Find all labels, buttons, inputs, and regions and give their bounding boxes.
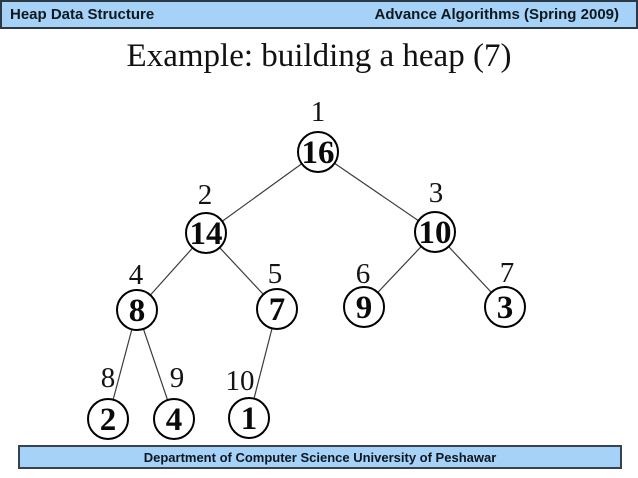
header-bar: Heap Data Structure Advance Algorithms (… — [0, 0, 638, 29]
tree-node-circles — [87, 131, 526, 440]
tree-node-index-label: 8 — [101, 362, 116, 394]
tree-node-index-label: 3 — [429, 177, 444, 209]
tree-node-value: 1 — [241, 401, 258, 437]
tree-edge-1-2 — [205, 151, 319, 234]
tree-node-value: 9 — [356, 290, 373, 326]
tree-node-value: 14 — [190, 216, 223, 252]
tree-node-circle — [484, 286, 526, 328]
tree-node-value: 8 — [129, 293, 146, 329]
tree-node-circle — [153, 398, 195, 440]
tree-node-value: 16 — [302, 135, 335, 171]
tree-node-value: 7 — [269, 292, 286, 328]
tree-node-value: 10 — [419, 215, 452, 251]
tree-edges — [107, 151, 506, 420]
tree-node-index-label: 9 — [170, 362, 185, 394]
tree-node-value: 4 — [166, 402, 183, 438]
header-right-title: Advance Algorithms (Spring 2009) — [374, 6, 620, 23]
tree-node-value: 3 — [497, 290, 514, 326]
footer-text: Department of Computer Science Universit… — [143, 449, 497, 465]
tree-node-index-label: 7 — [500, 257, 515, 289]
tree-node-index-label: 5 — [268, 258, 283, 290]
tree-node-index-label: 4 — [129, 259, 144, 291]
slide-title: Example: building a heap (7) — [126, 38, 512, 74]
tree-node-circle — [87, 398, 129, 440]
tree-node-circle — [185, 212, 227, 254]
tree-node-value: 2 — [100, 402, 117, 438]
tree-node-index-label: 1 — [311, 96, 326, 128]
tree-node-circle — [116, 289, 158, 331]
tree-node-circle — [343, 286, 385, 328]
tree-edge-1-3 — [317, 151, 436, 233]
tree-node-circle — [414, 211, 456, 253]
tree-node-index-label: 10 — [226, 365, 255, 397]
tree-node-circle — [228, 397, 270, 439]
tree-node-values: 16 14 10 8 7 9 3 2 4 1 — [100, 135, 514, 438]
tree-node-circle — [256, 288, 298, 330]
tree-node-index-label: 2 — [198, 179, 213, 211]
tree-node-index-label: 6 — [356, 258, 371, 290]
header-left-title: Heap Data Structure — [10, 6, 155, 23]
tree-node-index-labels: 1 2 3 4 5 6 7 8 9 10 — [101, 96, 515, 397]
footer-bar: Department of Computer Science Universit… — [18, 445, 622, 469]
tree-node-circle — [297, 131, 339, 173]
